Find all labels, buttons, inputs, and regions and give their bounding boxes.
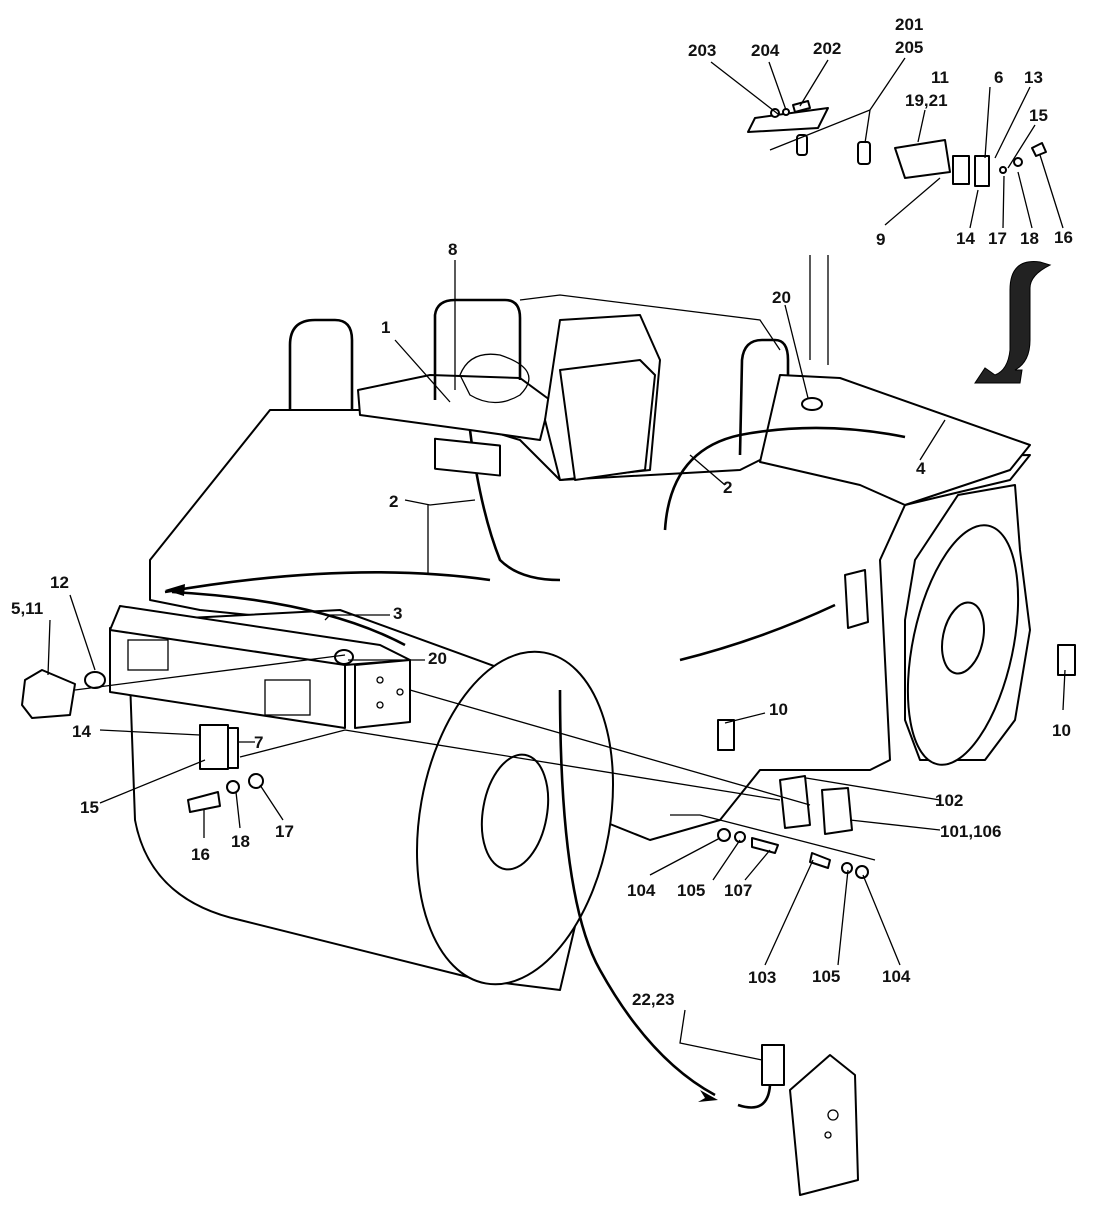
roller-body	[109, 255, 1076, 1102]
part-label-2: 2	[389, 492, 398, 511]
part-label-17: 17	[988, 229, 1007, 248]
part-label-205: 205	[895, 38, 923, 57]
part-label-102: 102	[935, 791, 963, 810]
part-label-5-11: 5,11	[11, 599, 43, 618]
exploded-parts	[21, 100, 1047, 1196]
part-label-14: 14	[72, 722, 91, 741]
part-label-8: 8	[448, 240, 457, 259]
part-label-1: 1	[381, 318, 390, 337]
part-label-13: 13	[1024, 68, 1043, 87]
part-label-15: 15	[1029, 106, 1048, 125]
part-label-201: 201	[895, 15, 923, 34]
part-label-18: 18	[1020, 229, 1039, 248]
part-label-18: 18	[231, 832, 250, 851]
part-label-15: 15	[80, 798, 99, 817]
part-label-202: 202	[813, 39, 841, 58]
part-label-19-21: 19,21	[905, 91, 948, 110]
part-label-10: 10	[769, 700, 788, 719]
part-label-107: 107	[724, 881, 752, 900]
part-label-20: 20	[428, 649, 447, 668]
part-label-103: 103	[748, 968, 776, 987]
part-label-7: 7	[254, 733, 263, 752]
part-label-16: 16	[191, 845, 210, 864]
part-label-3: 3	[393, 604, 402, 623]
part-label-16: 16	[1054, 228, 1073, 247]
part-label-203: 203	[688, 41, 716, 60]
part-label-10: 10	[1052, 721, 1071, 740]
part-label-204: 204	[751, 41, 780, 60]
part-label-12: 12	[50, 573, 69, 592]
leader-lines	[47, 57, 1066, 1061]
part-label-4: 4	[916, 459, 926, 478]
part-label-22-23: 22,23	[632, 990, 675, 1009]
part-label-104: 104	[882, 967, 911, 986]
part-label-104: 104	[627, 881, 656, 900]
part-label-105: 105	[677, 881, 705, 900]
part-label-9: 9	[876, 230, 885, 249]
part-label-11: 11	[931, 68, 949, 87]
part-labels: 203 204 202 201 205 11 19,21 6 13 15 9 1…	[11, 15, 1073, 1009]
part-label-105: 105	[812, 967, 840, 986]
part-label-101-106: 101,106	[940, 822, 1001, 841]
part-label-2: 2	[723, 478, 732, 497]
part-label-20: 20	[772, 288, 791, 307]
part-label-6: 6	[994, 68, 1003, 87]
part-label-14: 14	[956, 229, 975, 248]
part-label-17: 17	[275, 822, 294, 841]
